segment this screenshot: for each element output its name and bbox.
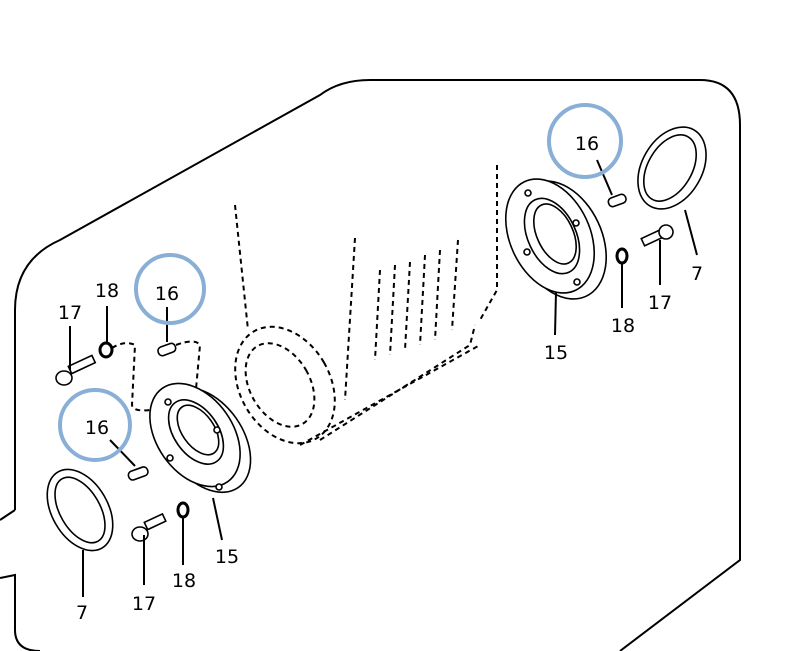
leader-lines: [69, 159, 698, 597]
callout-16: 16: [85, 417, 109, 439]
seal-7-right: [637, 126, 707, 210]
callout-18: 18: [172, 570, 196, 592]
washer-18-left-lower: [176, 501, 190, 519]
pin-16-right: [607, 193, 627, 208]
flange-15-right: [504, 178, 608, 300]
assembly-outline: [0, 79, 741, 651]
bolt-17-right: [640, 224, 674, 247]
flange-15-left: [149, 382, 252, 494]
callout-16: 16: [155, 283, 179, 305]
callout-15: 15: [544, 342, 568, 364]
callout-17: 17: [648, 292, 672, 314]
washer-18-right: [615, 247, 629, 265]
callout-7: 7: [691, 263, 703, 285]
highlight-circle-left-upper[interactable]: [134, 253, 206, 325]
callout-7: 7: [76, 602, 88, 624]
highlight-circle-left-lower[interactable]: [58, 388, 132, 462]
callout-18: 18: [611, 315, 635, 337]
pin-16-left-lower: [127, 466, 149, 481]
washer-18-left-upper: [98, 341, 114, 359]
highlight-circle-right[interactable]: [547, 103, 623, 179]
callout-16: 16: [575, 133, 599, 155]
bolt-17-left-upper: [55, 354, 97, 386]
callout-18: 18: [95, 280, 119, 302]
callout-17: 17: [132, 593, 156, 615]
housing-hidden-lines: [111, 165, 498, 446]
seal-7-left: [46, 468, 114, 552]
bolt-17-left-lower: [131, 512, 167, 542]
pin-16-left-upper: [157, 342, 177, 357]
callout-15: 15: [215, 546, 239, 568]
callout-17: 17: [58, 302, 82, 324]
